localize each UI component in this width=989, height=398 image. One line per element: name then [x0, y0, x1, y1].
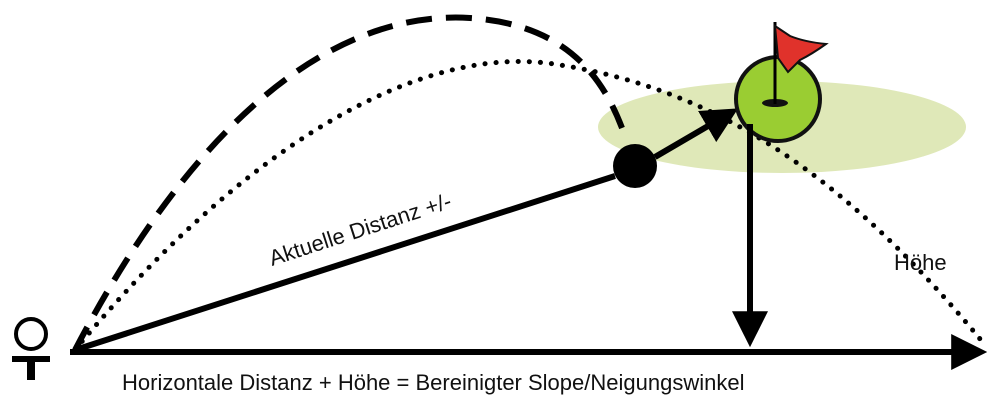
dashed-trajectory	[72, 14, 625, 352]
golf-ball-icon	[613, 144, 657, 188]
horizontal-equation-label: Horizontale Distanz + Höhe = Bereinigter…	[122, 370, 744, 395]
golf-tee-icon	[12, 317, 50, 380]
ball-to-green-arrow	[653, 108, 739, 160]
pin-flag-icon	[773, 24, 829, 74]
actual-distance-line	[74, 173, 616, 353]
height-label: Höhe	[894, 250, 947, 275]
